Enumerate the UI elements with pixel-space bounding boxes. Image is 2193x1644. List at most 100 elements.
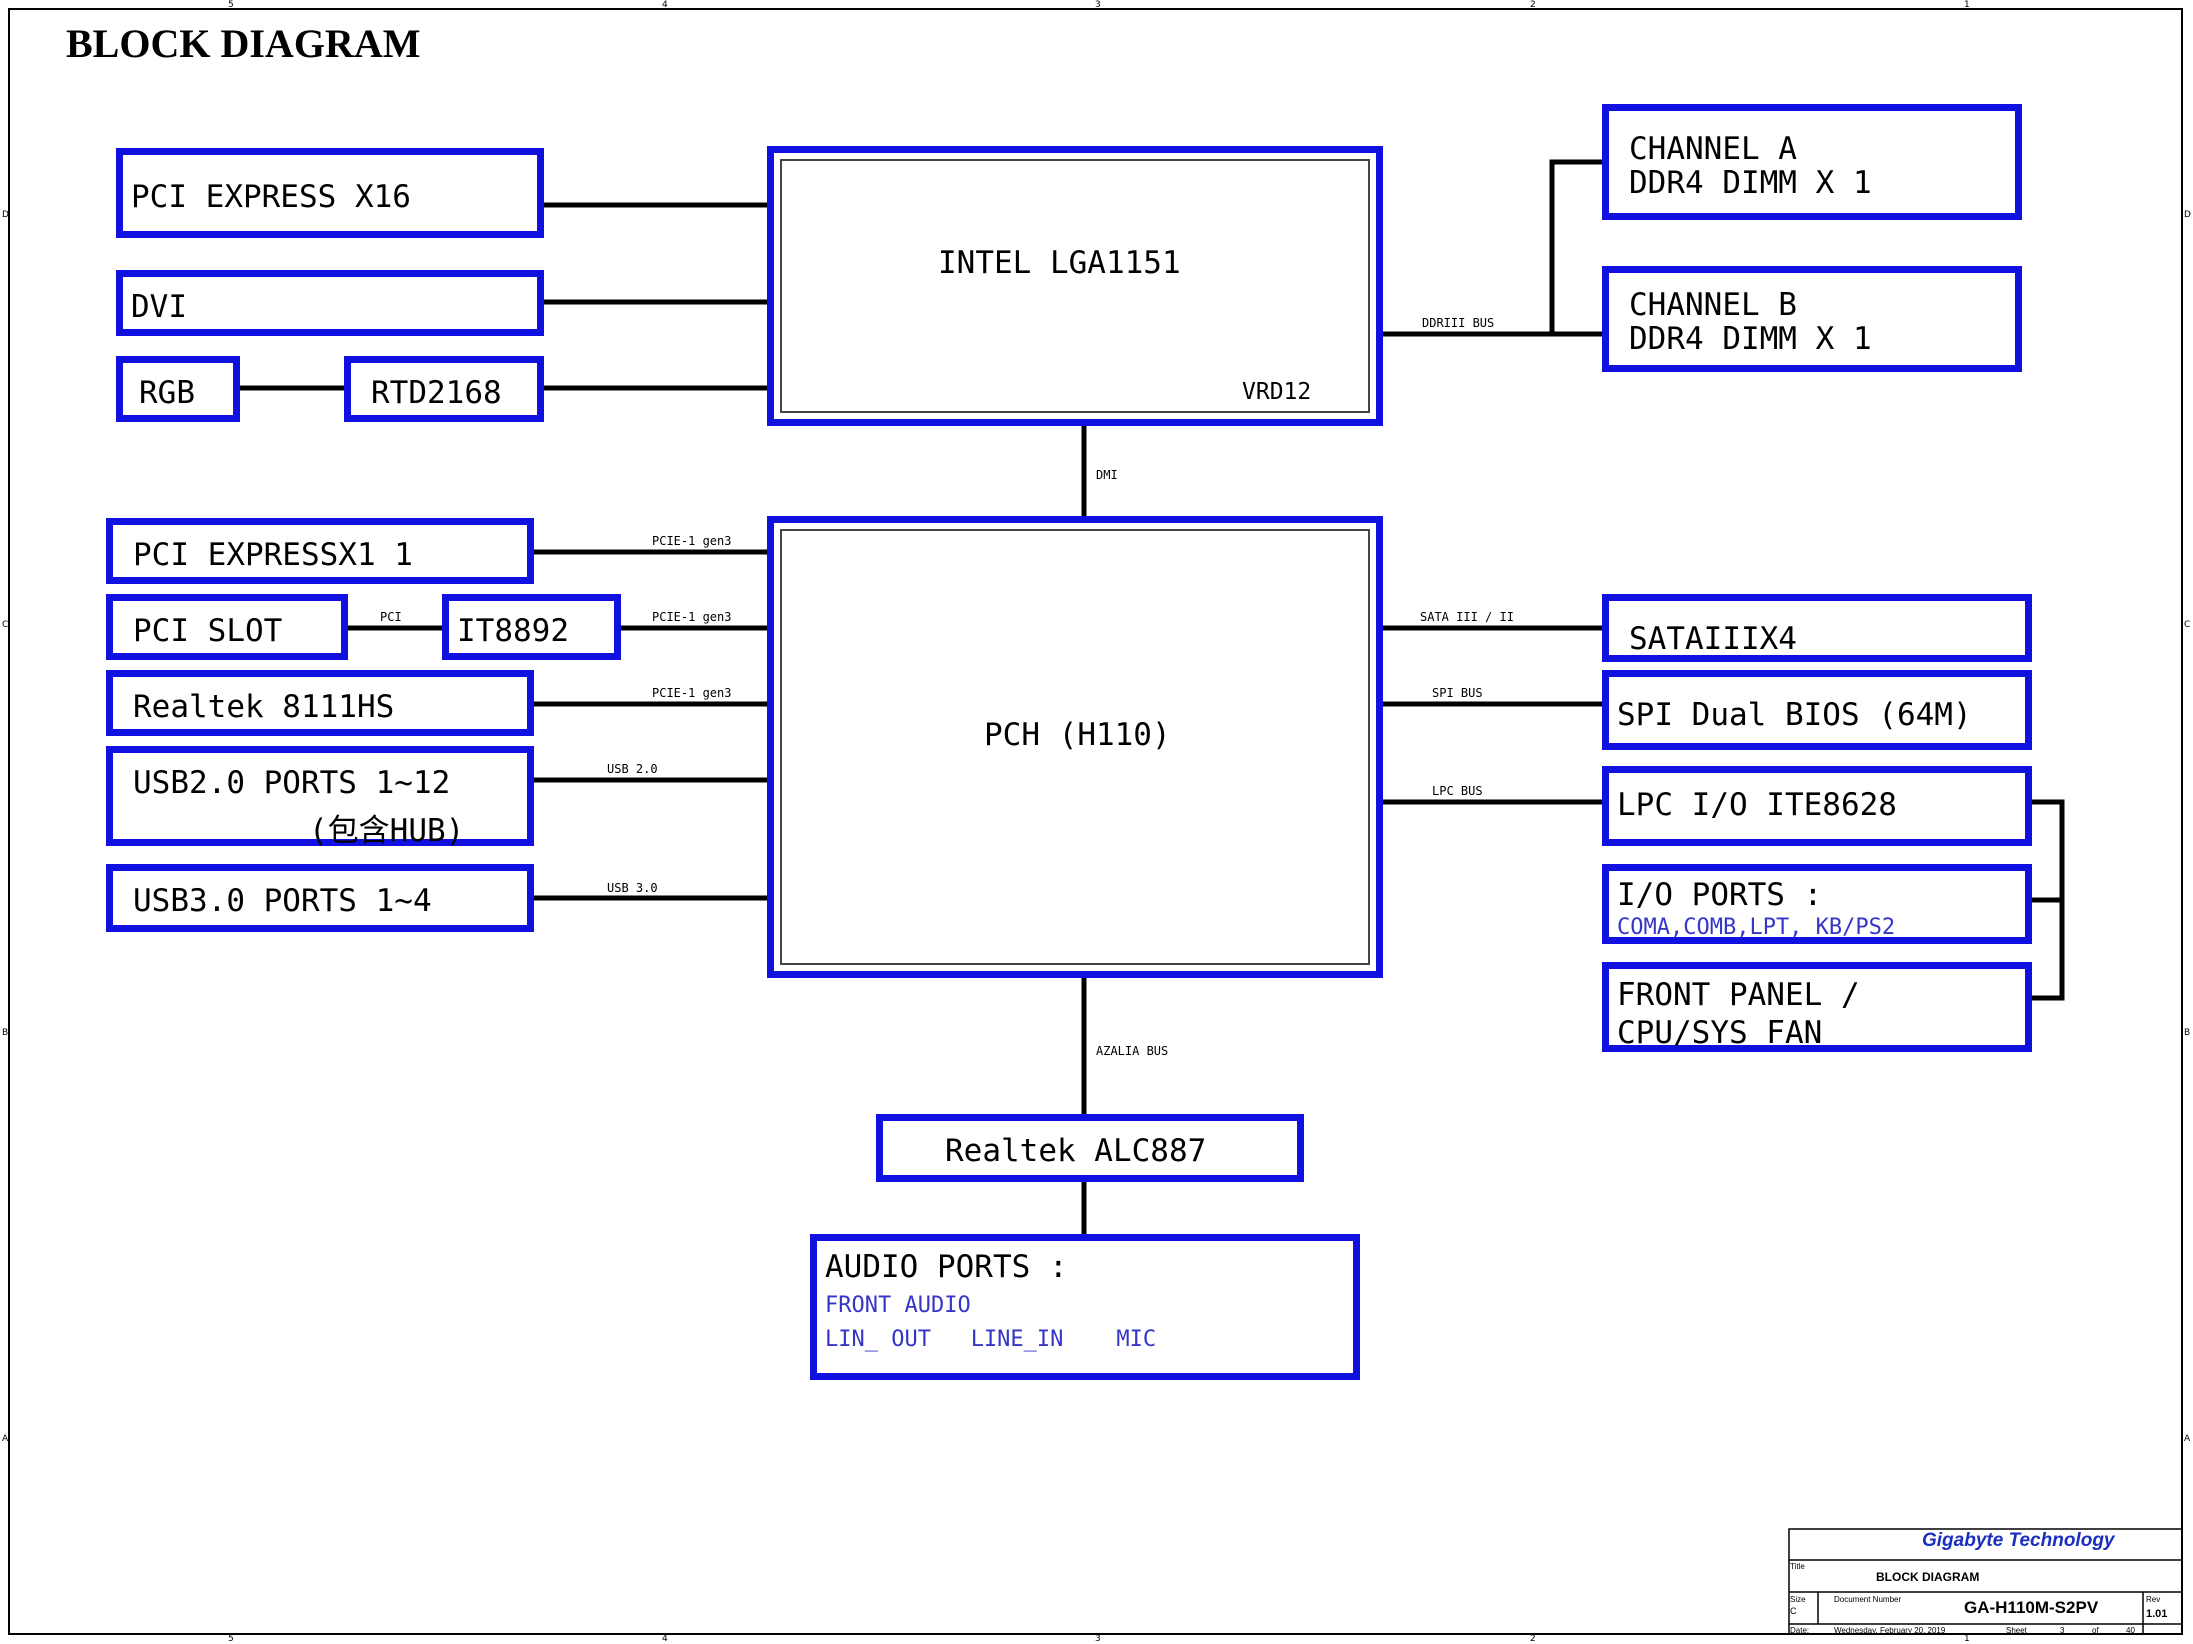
sheet-field-value: 3 bbox=[2060, 1626, 2065, 1635]
pci-slot-box: PCI SLOT bbox=[106, 594, 348, 660]
zone-tick-left-b: B bbox=[2, 1028, 9, 1038]
zone-tick-bottom-4: 4 bbox=[662, 1634, 668, 1644]
wire-ddr-chA bbox=[1549, 159, 1604, 334]
rtd2168-label: RTD2168 bbox=[371, 375, 502, 411]
cpu-inner-frame bbox=[780, 159, 1370, 413]
spi-bios-label: SPI Dual BIOS (64M) bbox=[1617, 697, 1972, 733]
rtd2168-box: RTD2168 bbox=[344, 356, 544, 422]
pch-label: PCH (H110) bbox=[984, 717, 1171, 753]
audio-ports-box: AUDIO PORTS : FRONT AUDIO LIN_ OUT LINE_… bbox=[810, 1234, 1360, 1380]
sheet-field-label: Sheet bbox=[2006, 1626, 2027, 1635]
zone-tick-top-5: 5 bbox=[228, 0, 234, 10]
cpu-label: INTEL LGA1151 bbox=[938, 245, 1181, 281]
page-title: BLOCK DIAGRAM bbox=[66, 21, 421, 66]
usb3-bus-label: USB 3.0 bbox=[607, 881, 658, 895]
channel-a-box: CHANNEL A DDR4 DIMM X 1 bbox=[1602, 104, 2022, 220]
ddr-bus-label: DDRIII BUS bbox=[1422, 316, 1495, 330]
zone-tick-top-3: 3 bbox=[1095, 0, 1101, 10]
doc-number-label: Document Number bbox=[1834, 1595, 1902, 1604]
channel-a-dimm-label: DDR4 DIMM X 1 bbox=[1629, 165, 1872, 201]
rgb-box: RGB bbox=[116, 356, 240, 422]
of-field-label: of bbox=[2092, 1626, 2099, 1635]
pcie-x16-label: PCI EXPRESS X16 bbox=[131, 179, 411, 215]
zone-tick-top-1: 1 bbox=[1964, 0, 1970, 10]
zone-tick-bottom-5: 5 bbox=[228, 1634, 234, 1644]
sata-label: SATAIIIX4 bbox=[1629, 621, 1797, 657]
pcie-bus-label-a: PCIE-1 gen3 bbox=[652, 534, 732, 548]
usb2-hub-label: (包含HUB) bbox=[309, 813, 465, 849]
zone-tick-right-b: B bbox=[2184, 1028, 2191, 1038]
channel-b-dimm-label: DDR4 DIMM X 1 bbox=[1629, 321, 1872, 357]
of-field-value: 40 bbox=[2126, 1626, 2135, 1635]
vrd12-label: VRD12 bbox=[1242, 379, 1312, 405]
lpc-io-box: LPC I/O ITE8628 bbox=[1602, 766, 2032, 846]
rev-field-label: Rev bbox=[2146, 1595, 2161, 1604]
size-field-value: C bbox=[1790, 1606, 1797, 1616]
spi-bus-label: SPI BUS bbox=[1432, 686, 1483, 700]
front-audio-label: FRONT AUDIO bbox=[825, 1293, 971, 1318]
zone-tick-bottom-1: 1 bbox=[1964, 1634, 1970, 1644]
usb2-bus-label: USB 2.0 bbox=[607, 762, 658, 776]
azalia-bus-label: AZALIA BUS bbox=[1096, 1044, 1169, 1058]
rgb-label: RGB bbox=[139, 375, 195, 411]
pch-inner-frame bbox=[780, 529, 1370, 965]
cpu-sys-fan-label: CPU/SYS FAN bbox=[1617, 1015, 1823, 1051]
io-ports-label: I/O PORTS : bbox=[1617, 877, 1823, 913]
audio-jacks-label: LIN_ OUT LINE_IN MIC bbox=[825, 1327, 1157, 1352]
pci-slot-label: PCI SLOT bbox=[133, 613, 283, 649]
cpu-box: INTEL LGA1151 VRD12 bbox=[767, 146, 1383, 426]
realtek-alc887-label: Realtek ALC887 bbox=[945, 1133, 1207, 1169]
pcie-x1-label: PCI EXPRESSX1 1 bbox=[133, 537, 413, 573]
usb2-ports-box: USB2.0 PORTS 1~12 (包含HUB) bbox=[106, 746, 534, 849]
date-field-label: Date: bbox=[1790, 1626, 1810, 1635]
pcie-x16-box: PCI EXPRESS X16 bbox=[116, 148, 544, 238]
title-block-grid bbox=[1788, 1528, 2183, 1635]
it8892-box: IT8892 bbox=[442, 594, 621, 660]
pci-bus-label: PCI bbox=[380, 610, 402, 624]
zone-tick-left-d: D bbox=[2, 210, 9, 220]
title-field-label: Title bbox=[1790, 1562, 1805, 1571]
pcie-bus-label-b: PCIE-1 gen3 bbox=[652, 610, 732, 624]
zone-tick-bottom-3: 3 bbox=[1095, 1634, 1101, 1644]
zone-tick-left-a: A bbox=[2, 1434, 9, 1444]
doc-number-value: GA-H110M-S2PV bbox=[1964, 1598, 2099, 1617]
realtek-8111hs-box: Realtek 8111HS bbox=[106, 670, 534, 736]
size-field-label: Size bbox=[1790, 1595, 1806, 1604]
audio-ports-label: AUDIO PORTS : bbox=[825, 1249, 1068, 1285]
front-panel-label: FRONT PANEL / bbox=[1617, 977, 1860, 1013]
zone-tick-right-d: D bbox=[2184, 210, 2191, 220]
lpc-bus-label: LPC BUS bbox=[1432, 784, 1483, 798]
zone-tick-bottom-2: 2 bbox=[1530, 1634, 1536, 1644]
company-name: Gigabyte Technology bbox=[1922, 1530, 2115, 1551]
pcie-x1-box: PCI EXPRESSX1 1 bbox=[106, 518, 534, 584]
zone-tick-top-2: 2 bbox=[1530, 0, 1536, 10]
pcie-bus-label-c: PCIE-1 gen3 bbox=[652, 686, 732, 700]
channel-b-label: CHANNEL B bbox=[1629, 287, 1797, 323]
dvi-label: DVI bbox=[131, 289, 187, 325]
realtek-8111hs-label: Realtek 8111HS bbox=[133, 689, 395, 725]
it8892-label: IT8892 bbox=[457, 613, 569, 649]
rev-field-value: 1.01 bbox=[2146, 1608, 2168, 1620]
pch-box: PCH (H110) bbox=[767, 516, 1383, 978]
lpc-io-label: LPC I/O ITE8628 bbox=[1617, 787, 1897, 823]
sata-box: SATAIIIX4 bbox=[1602, 594, 2032, 662]
zone-tick-left-c: C bbox=[2, 620, 9, 630]
zone-tick-right-c: C bbox=[2184, 620, 2191, 630]
io-ports-list: COMA,COMB,LPT, KB/PS2 bbox=[1617, 915, 1896, 940]
front-panel-box: FRONT PANEL / CPU/SYS FAN bbox=[1602, 962, 2032, 1052]
realtek-alc887-box: Realtek ALC887 bbox=[876, 1114, 1304, 1182]
usb2-ports-label: USB2.0 PORTS 1~12 bbox=[133, 765, 451, 801]
zone-tick-top-4: 4 bbox=[662, 0, 668, 10]
drawing-frame bbox=[8, 8, 2183, 1635]
sata-bus-label: SATA III / II bbox=[1420, 610, 1514, 624]
dvi-box: DVI bbox=[116, 270, 544, 336]
channel-b-box: CHANNEL B DDR4 DIMM X 1 bbox=[1602, 266, 2022, 372]
channel-a-label: CHANNEL A bbox=[1629, 131, 1797, 167]
title-field-value: BLOCK DIAGRAM bbox=[1876, 1570, 1980, 1584]
date-field-value: Wednesday, February 20, 2019 bbox=[1834, 1626, 1946, 1635]
usb3-ports-label: USB3.0 PORTS 1~4 bbox=[133, 883, 432, 919]
io-ports-box: I/O PORTS : COMA,COMB,LPT, KB/PS2 bbox=[1602, 864, 2032, 944]
zone-tick-right-a: A bbox=[2184, 1434, 2191, 1444]
dmi-bus-label: DMI bbox=[1096, 468, 1118, 482]
